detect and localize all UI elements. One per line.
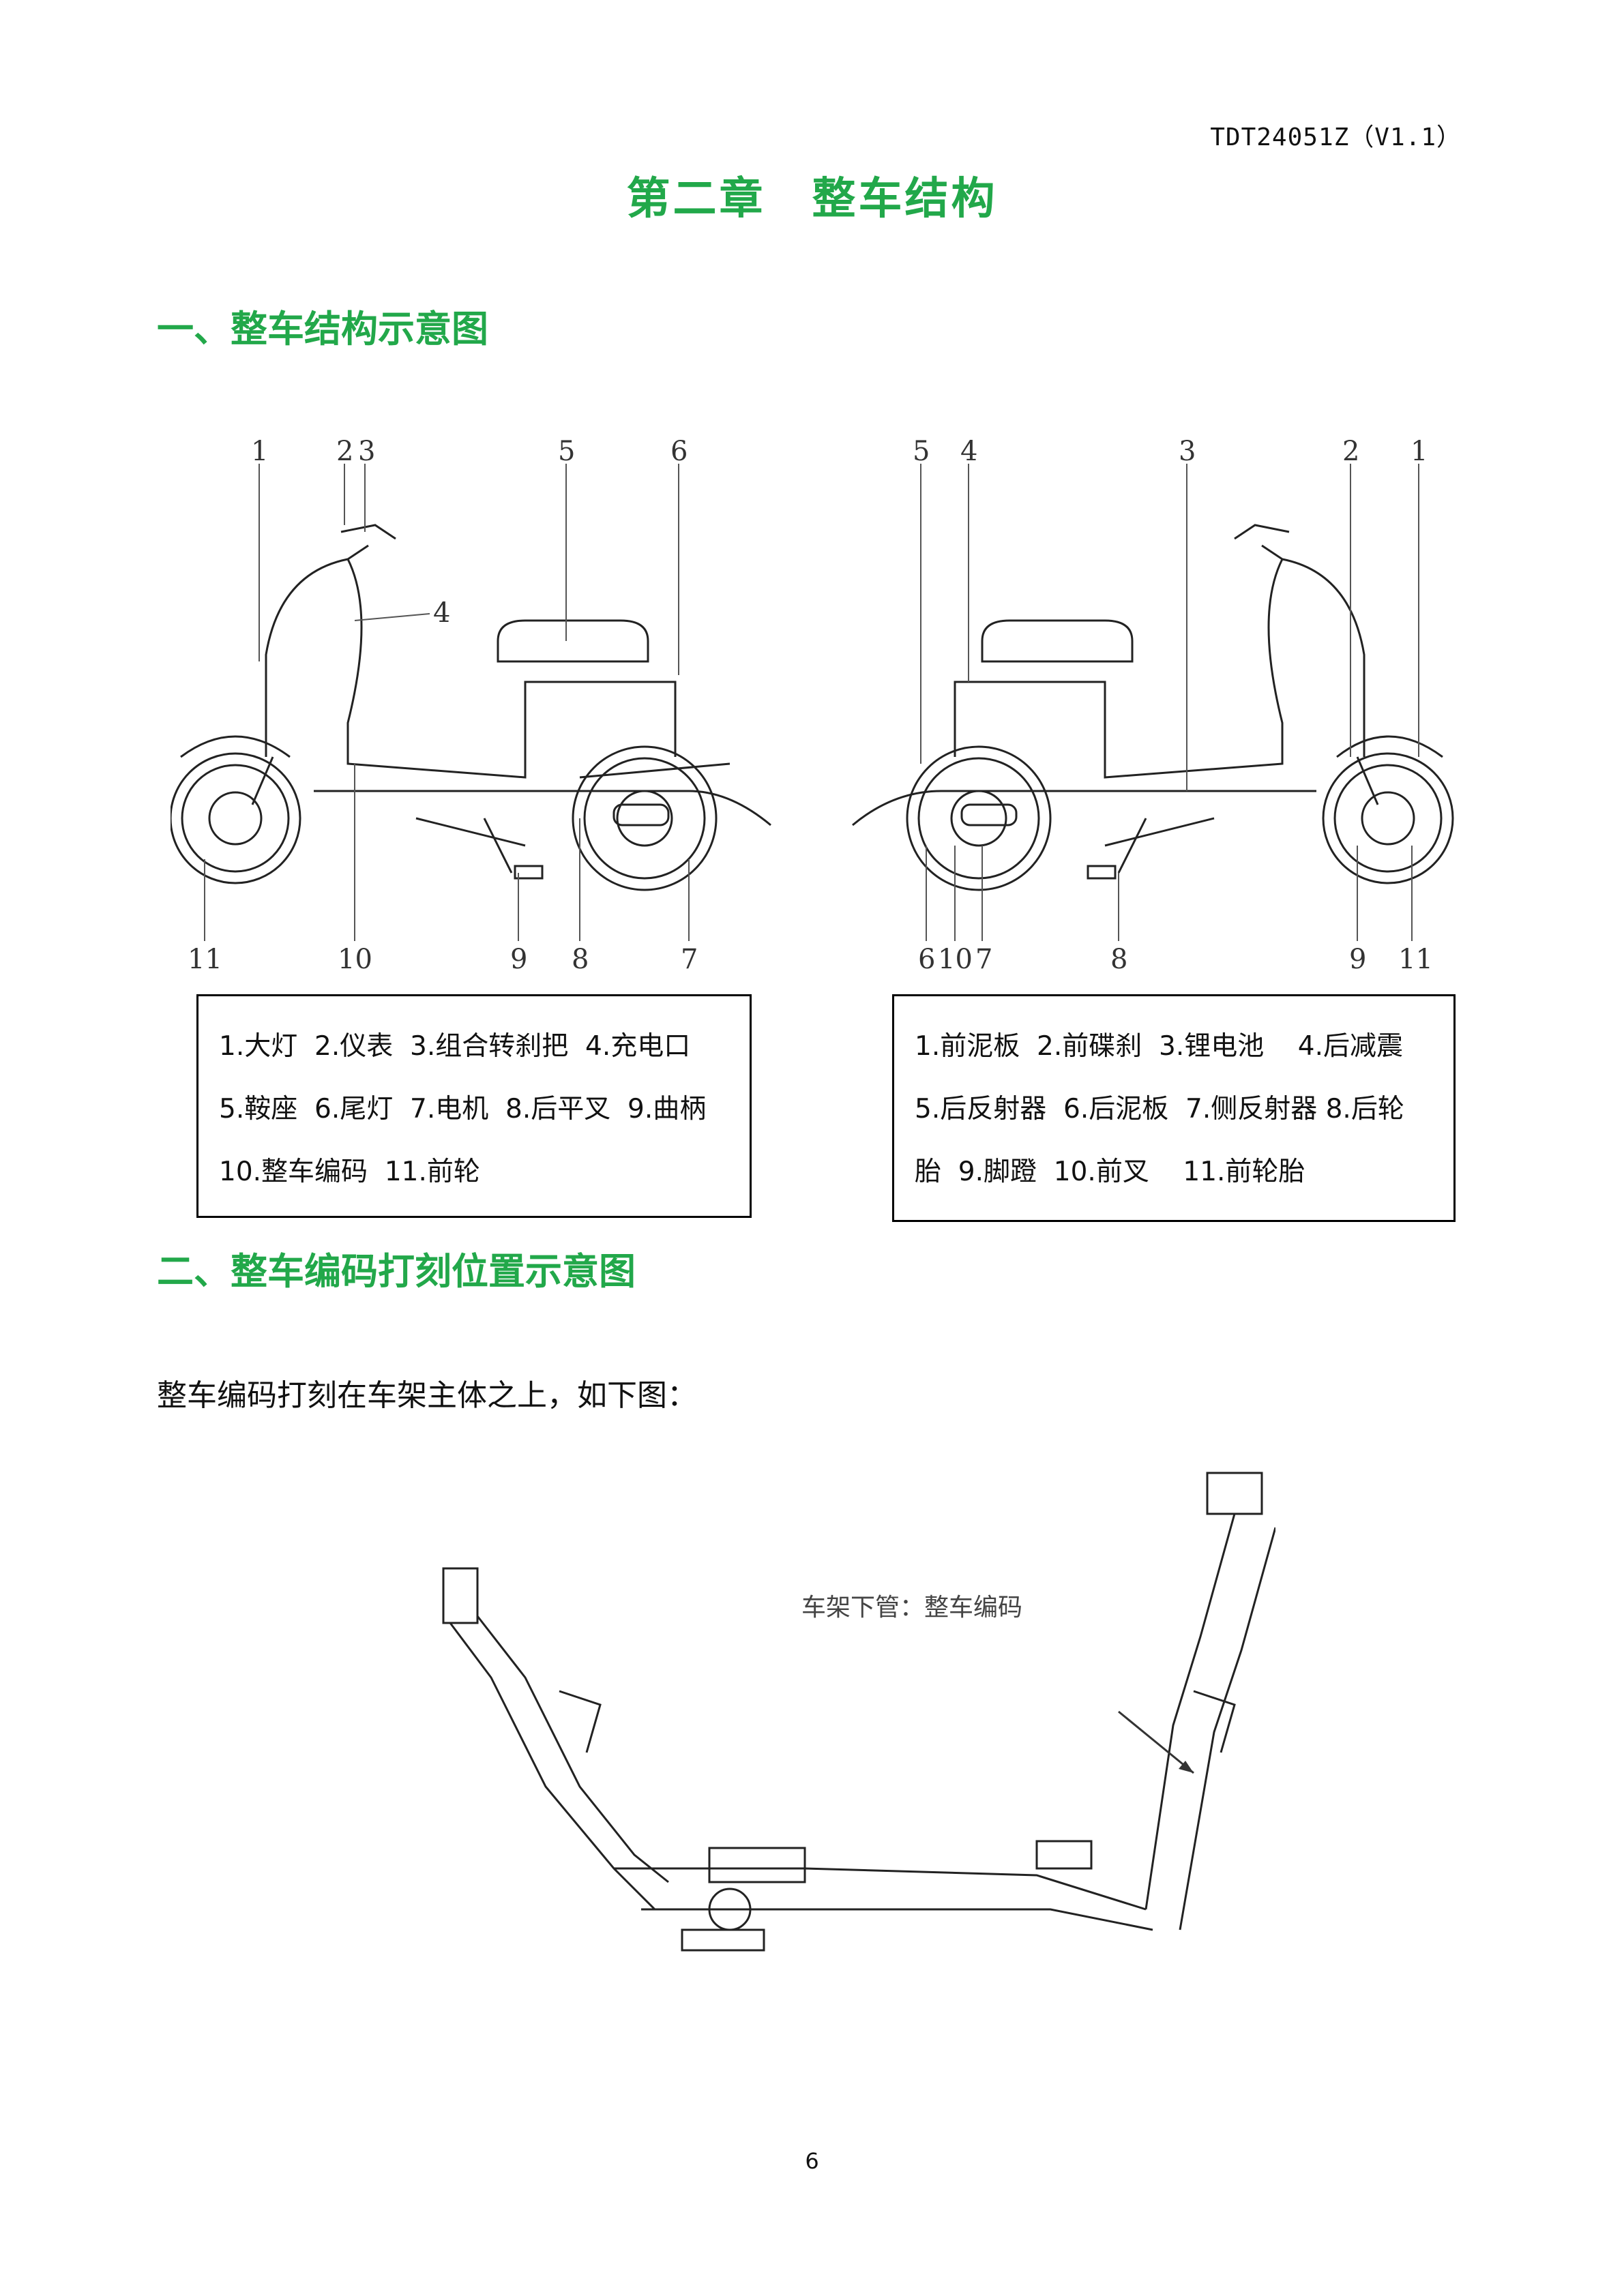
right-callout-8: 8 <box>1110 944 1127 975</box>
right-callout-3: 3 <box>1179 436 1196 467</box>
legend-left-line-2: 5.鞍座 6.尾灯 7.电机 8.后平叉 9.曲柄 <box>219 1094 707 1124</box>
section-1-title: 一、整车结构示意图 <box>157 308 488 351</box>
legend-right-line-1: 1.前泥板 2.前碟刹 3.锂电池 4.后减震 <box>915 1031 1404 1062</box>
legend-right: 1.前泥板 2.前碟刹 3.锂电池 4.后减震 5.后反射器 6.后泥板 7.侧… <box>892 994 1456 1222</box>
left-callout-5: 5 <box>558 436 575 467</box>
left-callout-10: 10 <box>338 944 372 975</box>
intro-paragraph: 整车编码打刻在车架主体之上，如下图： <box>157 1378 697 1413</box>
legend-right-line-2: 5.后反射器 6.后泥板 7.侧反射器 8.后轮 <box>915 1094 1404 1124</box>
document-code: TDT24051Z（V1.1） <box>1210 123 1462 151</box>
legend-left-line-3: 10.整车编码 11.前轮 <box>219 1157 480 1187</box>
left-callout-7: 7 <box>681 944 698 975</box>
legend-left-line-1: 1.大灯 2.仪表 3.组合转刹把 4.充电口 <box>219 1031 691 1062</box>
left-callout-8: 8 <box>572 944 589 975</box>
page-number: 6 <box>805 2148 819 2174</box>
right-callout-6: 6 <box>918 944 935 975</box>
right-callout-7: 7 <box>975 944 992 975</box>
frame-diagram <box>442 1472 1275 1952</box>
left-callout-4: 4 <box>433 597 450 629</box>
left-callout-11: 11 <box>188 944 222 975</box>
legend-left: 1.大灯 2.仪表 3.组合转刹把 4.充电口 5.鞍座 6.尾灯 7.电机 8… <box>196 994 752 1218</box>
left-callout-1: 1 <box>251 436 268 467</box>
right-callout-4: 4 <box>960 436 977 467</box>
right-callout-11: 11 <box>1398 944 1433 975</box>
left-callout-3: 3 <box>358 436 375 467</box>
section-2-title: 二、整车编码打刻位置示意图 <box>157 1250 636 1293</box>
right-callout-9: 9 <box>1349 944 1366 975</box>
left-callout-2: 2 <box>336 436 353 467</box>
frame-callout-label: 车架下管：整车编码 <box>801 1594 1023 1622</box>
chapter-title: 第二章 整车结构 <box>626 174 998 224</box>
legend-right-line-3: 胎 9.脚蹬 10.前叉 11.前轮胎 <box>915 1157 1305 1187</box>
left-callout-6: 6 <box>670 436 688 467</box>
right-callout-10: 10 <box>938 944 973 975</box>
right-callout-1: 1 <box>1411 436 1428 467</box>
left-callout-9: 9 <box>510 944 527 975</box>
left-scooter-diagram: 1 2 3 5 6 4 11 10 9 8 7 <box>171 436 771 975</box>
right-callout-2: 2 <box>1342 436 1359 467</box>
right-callout-5: 5 <box>913 436 930 467</box>
right-scooter-diagram: 5 4 3 2 1 6 10 7 8 9 11 <box>852 436 1454 975</box>
